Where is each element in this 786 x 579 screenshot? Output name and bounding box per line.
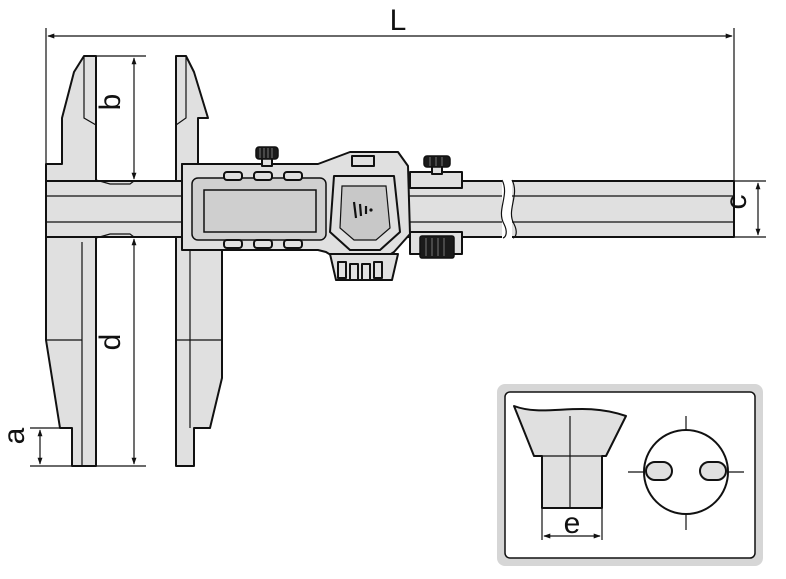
readout-housing bbox=[181, 146, 411, 281]
button-top-1 bbox=[223, 171, 243, 181]
label-d: d bbox=[94, 334, 127, 351]
thumb-roller bbox=[329, 253, 399, 281]
movable-jaw bbox=[175, 55, 223, 467]
label-c: c bbox=[720, 195, 753, 210]
label-a: a bbox=[0, 427, 31, 444]
dimension-a: a bbox=[0, 427, 72, 467]
dimension-d: d bbox=[94, 236, 146, 467]
button-bottom-2 bbox=[253, 239, 273, 249]
label-e: e bbox=[564, 507, 581, 540]
dimension-b: b bbox=[94, 55, 146, 182]
dimension-e: e bbox=[541, 507, 603, 540]
dimension-c: c bbox=[720, 180, 766, 238]
grip-lines-icon bbox=[352, 201, 373, 219]
dimension-L: L bbox=[45, 4, 735, 181]
button-top-2 bbox=[253, 171, 273, 181]
label-b: b bbox=[94, 94, 127, 111]
cross-section-detail bbox=[628, 416, 744, 530]
lcd-display bbox=[203, 189, 317, 233]
button-bottom-3 bbox=[283, 239, 303, 249]
beam-break-mark bbox=[500, 178, 517, 242]
button-top-3 bbox=[283, 171, 303, 181]
detail-inset: e bbox=[497, 384, 763, 566]
button-bottom-1 bbox=[223, 239, 243, 249]
fine-adjust-clamp bbox=[409, 155, 463, 259]
jaw-tip-detail bbox=[513, 405, 627, 509]
top-lock-screw-knob bbox=[255, 146, 279, 160]
label-L: L bbox=[390, 4, 407, 37]
fixed-jaw bbox=[45, 55, 135, 467]
